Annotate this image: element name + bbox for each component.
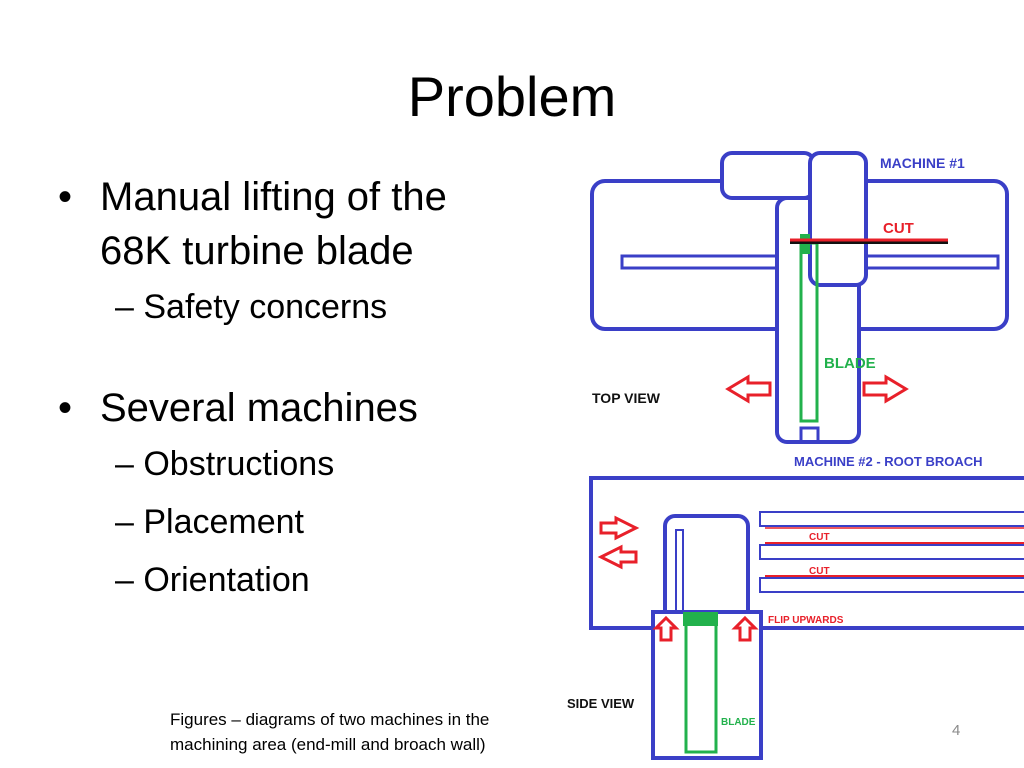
cut-label-side-1: CUT xyxy=(809,532,830,543)
figure-caption: Figures – diagrams of two machines in th… xyxy=(170,707,570,757)
holder-slot xyxy=(675,529,684,613)
bullet-text-line1: Manual lifting of the xyxy=(100,175,447,219)
arrow-left-icon xyxy=(725,374,772,404)
arrow-up-icon xyxy=(652,615,680,642)
blade-root-top xyxy=(799,426,820,444)
bullet-dot: • xyxy=(58,386,73,430)
flip-upwards-label: FLIP UPWARDS xyxy=(768,615,844,626)
caption-line2: machining area (end-mill and broach wall… xyxy=(170,735,486,754)
arrow-left-icon xyxy=(597,544,638,570)
bullet-text-line2: 68K turbine blade xyxy=(100,229,414,273)
bullet-dot: • xyxy=(58,175,73,219)
top-view-label: TOP VIEW xyxy=(592,390,661,406)
machine1-cap xyxy=(720,151,816,200)
sub-bullet-orientation: – Orientation xyxy=(115,561,310,599)
bullet-list: • Manual lifting of the 68K turbine blad… xyxy=(58,170,578,609)
bullet-text: Several machines xyxy=(100,386,418,430)
arrow-right-icon xyxy=(599,515,640,541)
broach-slot-3 xyxy=(759,577,1024,593)
bullet-several-machines: • Several machines xyxy=(58,381,578,435)
side-view-label: SIDE VIEW xyxy=(567,696,635,711)
caption-line1: Figures – diagrams of two machines in th… xyxy=(170,710,490,729)
machine2-label: MACHINE #2 - ROOT BROACH xyxy=(794,454,983,469)
slide-title: Problem xyxy=(407,65,617,128)
blade-label-side: BLADE xyxy=(721,717,756,728)
broach-slot-2 xyxy=(759,544,1024,560)
cut-label-side-2: CUT xyxy=(809,566,830,577)
broach-slot-1 xyxy=(759,511,1024,527)
blade-side-view-root xyxy=(683,612,718,626)
sub-bullet-safety: – Safety concerns xyxy=(115,288,388,326)
sub-bullet-obstructions: – Obstructions xyxy=(115,445,335,483)
arrow-right-icon xyxy=(862,374,909,404)
machine1-spindle xyxy=(808,151,868,287)
sub-bullet-placement: – Placement xyxy=(115,503,304,541)
page-number: 4 xyxy=(952,722,961,739)
broach-wall xyxy=(589,476,1024,630)
machine1-label: MACHINE #1 xyxy=(880,155,965,171)
bullet-manual-lifting: • Manual lifting of the 68K turbine blad… xyxy=(58,170,578,278)
arrow-up-icon xyxy=(731,615,759,642)
blade-label: BLADE xyxy=(824,355,876,372)
cut-label: CUT xyxy=(883,220,914,237)
